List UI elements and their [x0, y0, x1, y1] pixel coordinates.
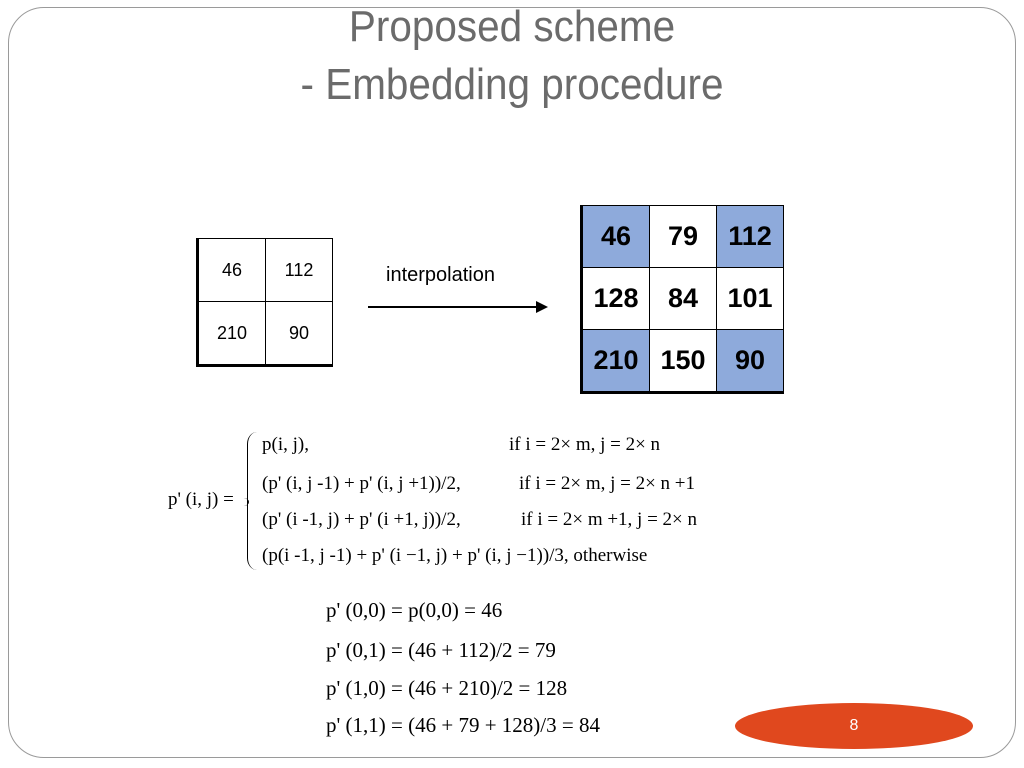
table-cell: 112: [265, 238, 333, 302]
table-cell: 210: [581, 329, 650, 393]
arrow-right-icon: [536, 301, 548, 313]
table-cell: 46: [581, 205, 650, 268]
table-cell: 79: [649, 205, 717, 268]
case-3-expr: (p' (i -1, j) + p' (i +1, j))/2,: [262, 509, 461, 530]
table-row: 128 84 101: [581, 267, 784, 330]
original-pixel-table: 46 112 210 90: [196, 238, 333, 367]
table-cell: 90: [265, 301, 333, 366]
table-cell: 150: [649, 329, 717, 393]
example-line: p' (1,1) = (46 + 79 + 128)/3 = 84: [326, 713, 600, 737]
table-row: 46 112: [197, 238, 333, 302]
slide-frame: [8, 7, 1016, 758]
case-4-expr: (p(i -1, j -1) + p' (i −1, j) + p' (i, j…: [262, 545, 648, 566]
example-line: p' (0,1) = (46 + 112)/2 = 79: [326, 638, 556, 662]
slide-title: Proposed scheme - Embedding procedure: [41, 0, 983, 114]
table-cell: 90: [716, 329, 784, 393]
table-cell: 101: [716, 267, 784, 330]
formula-lhs: p' (i, j) =: [168, 489, 234, 510]
page-number-badge: 8: [735, 703, 973, 749]
brace-tip: [240, 498, 249, 506]
table-cell: 112: [716, 205, 784, 268]
title-line-1: Proposed scheme: [348, 2, 676, 51]
case-2-cond: if i = 2× m, j = 2× n +1: [519, 473, 696, 494]
table-row: 210 150 90: [581, 329, 784, 393]
table-cell: 210: [197, 301, 266, 366]
case-2-expr: (p' (i, j -1) + p' (i, j +1))/2,: [262, 473, 461, 494]
case-1-cond: if i = 2× m, j = 2× n: [509, 434, 661, 455]
table-cell: 46: [197, 238, 266, 302]
interpolated-pixel-table: 46 79 112 128 84 101 210 150 90: [580, 205, 784, 394]
example-line: p' (1,0) = (46 + 210)/2 = 128: [326, 676, 568, 700]
interpolation-label: interpolation: [386, 264, 495, 286]
arrow-shaft: [368, 306, 538, 308]
table-row: 46 79 112: [581, 205, 784, 268]
case-1-expr: p(i, j),: [262, 434, 309, 455]
title-line-2: - Embedding procedure: [300, 60, 724, 109]
table-row: 210 90: [197, 301, 333, 366]
example-line: p' (0,0) = p(0,0) = 46: [326, 598, 503, 622]
case-3-cond: if i = 2× m +1, j = 2× n: [521, 509, 698, 530]
table-cell: 128: [581, 267, 650, 330]
table-cell: 84: [649, 267, 717, 330]
